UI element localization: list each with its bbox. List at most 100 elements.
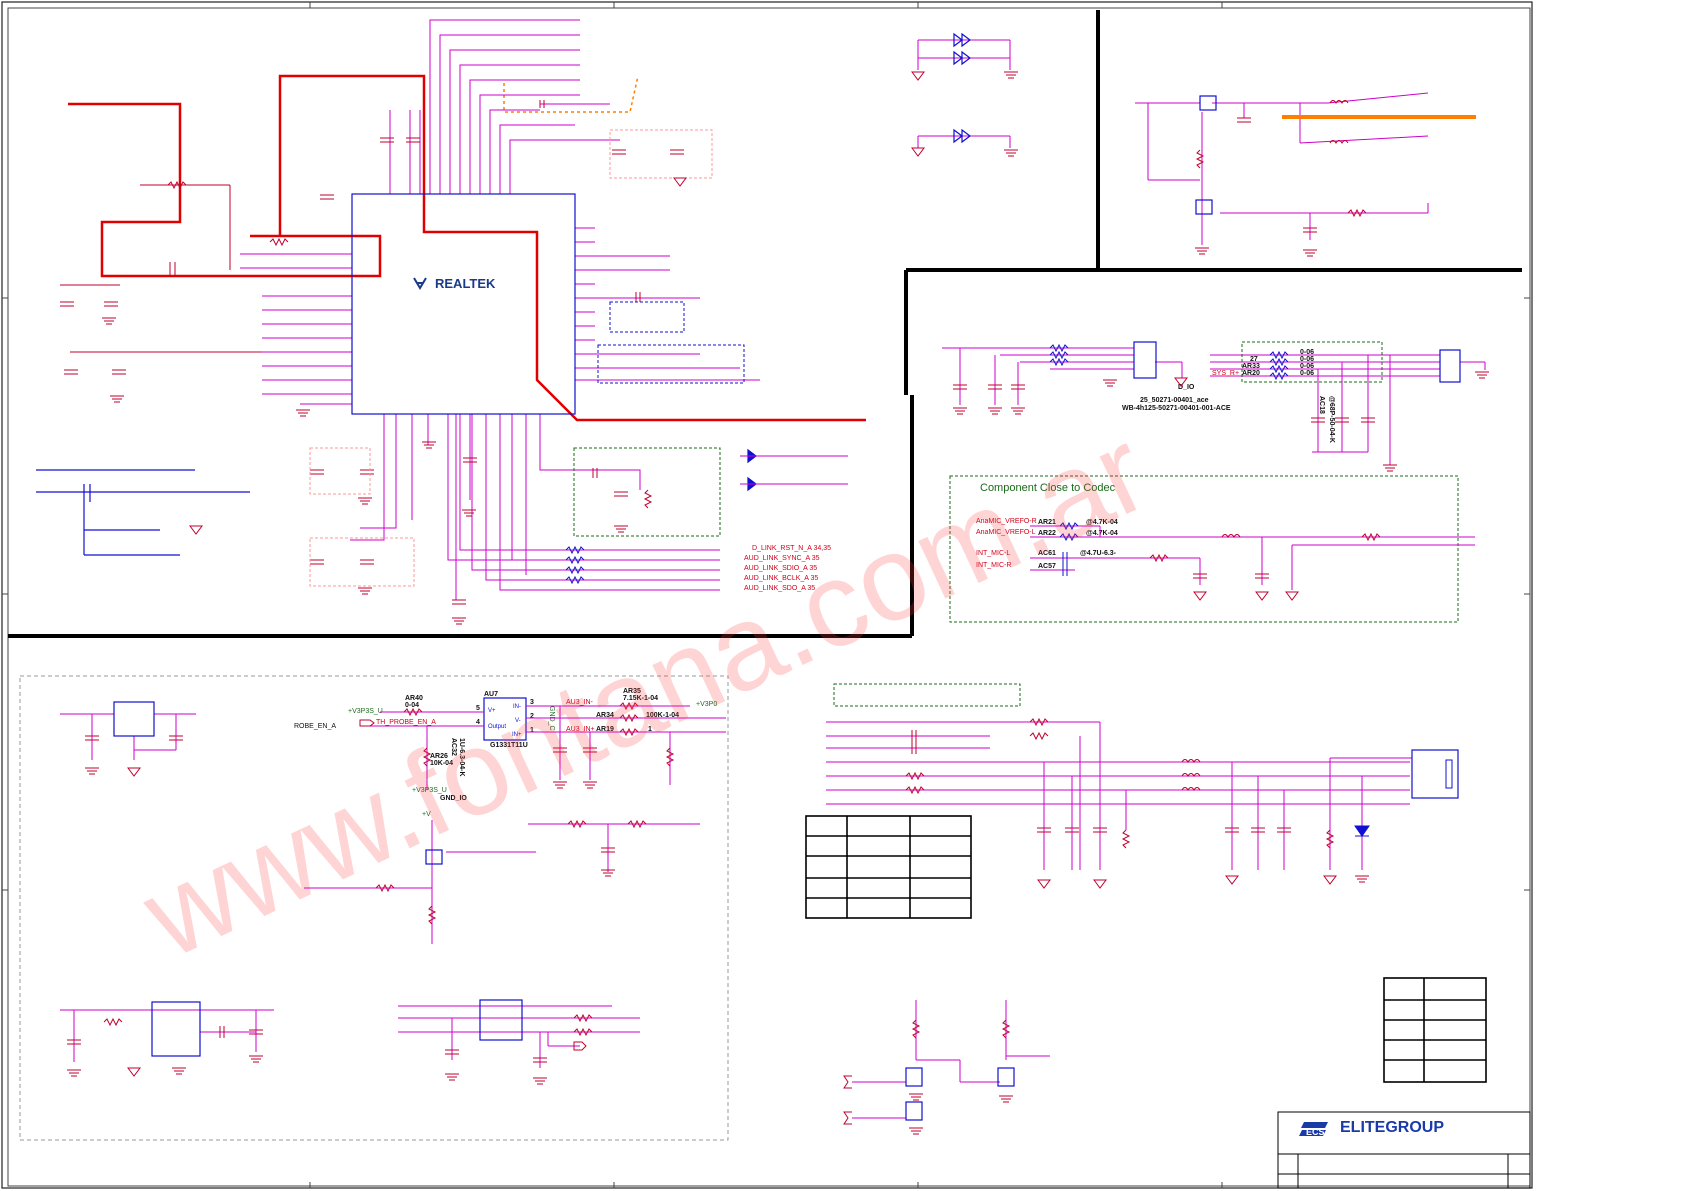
conn-ac-label: AC18: [1318, 396, 1325, 414]
gnd-io-label: GND_IO: [440, 795, 467, 802]
tvs-diode-icon: [953, 32, 971, 144]
mic-dashed-box: [949, 475, 1459, 623]
top-middle-diodes: [911, 32, 1018, 157]
mic-net-0: AnaMIC_VREFO-R: [976, 518, 1037, 525]
au7-ref: AU7: [484, 691, 498, 698]
mic-title: Component Close to Codec: [980, 482, 1116, 494]
ac-vert-ref: AC32: [450, 738, 457, 756]
au7-pin-4: 4: [476, 719, 480, 726]
codec-left-pins: [240, 253, 352, 405]
conn-res-0: 0-06: [1300, 349, 1314, 356]
ac-vert-val: 1U-6.3-04-K: [458, 738, 465, 777]
v3p0-label: +V3P0: [696, 701, 717, 708]
headphone-dashed-note: [833, 683, 1021, 707]
connector-dashed-box: [1241, 341, 1383, 383]
ar34-val: 100K-1-04: [646, 712, 679, 719]
ar35-ref: AR35: [623, 688, 641, 695]
revision-table: [1383, 977, 1487, 1083]
mosfet-icon: [905, 1067, 1015, 1121]
au7-pin-1: 1: [530, 727, 534, 734]
ar40-val: 0-04: [405, 702, 419, 709]
red-highlight-traces: [68, 74, 866, 422]
v3p3s-label-2: +V3P3S_U: [412, 787, 447, 794]
au7-pin-2: 2: [530, 713, 534, 720]
codec-bottom-pins: [350, 414, 720, 600]
ar19-ref: AR19: [596, 726, 614, 733]
conn-ref-2: AR20: [1242, 370, 1260, 377]
mic-ref-1: AR22: [1038, 530, 1056, 537]
mic-val-0: @4.7K-04: [1086, 519, 1118, 526]
hda-signal-2: AUD_LINK_SDIO_A 35: [744, 565, 817, 572]
conn-res-3: 0-06: [1300, 370, 1314, 377]
probe-en-label: TH_PROBE_EN_A: [376, 719, 436, 726]
headphone-table: [805, 815, 972, 919]
au7-ic-name: G1331T11U: [490, 742, 528, 749]
hda-signal-4: AUD_LINK_SDO_A 35: [744, 585, 815, 592]
regulator-ic: [113, 701, 155, 737]
mic-net-3: INT_MIC-R: [976, 562, 1011, 569]
headphone-tvs-icon: [1354, 825, 1370, 837]
bottom-mosfets: [843, 1000, 1050, 1135]
mic-net-2: INT_MIC-L: [976, 550, 1010, 557]
conn-ac-value: @68P-50-04-K: [1328, 396, 1335, 443]
au7-pin-vminus: V-: [515, 718, 521, 724]
realtek-logo-icon: [413, 277, 427, 290]
conn-ref-1: AR33: [1242, 363, 1260, 370]
sheet-border: [1, 1, 1533, 1189]
headphone-section: [805, 683, 1459, 919]
headphone-jack-inner: [1445, 759, 1453, 789]
codec-area: REALTEK D_LINK_RST_N_A 34,35 AUD_LINK_SY…: [36, 19, 866, 625]
ar34-ref: AR34: [596, 712, 614, 719]
thermal-mosfet-icon: [425, 849, 443, 865]
mic-val-2: @4.7U-6.3-: [1080, 550, 1117, 557]
v3p3s-label: +V3P3S_U: [348, 708, 383, 715]
opamp-au7: [483, 697, 527, 741]
codec-esd-diodes-icon: [740, 448, 848, 492]
title-block: ECS ELITEGROUP: [1277, 1111, 1531, 1189]
au7-pin-3: 3: [530, 699, 534, 706]
sheet-inner-border: [7, 7, 1531, 1187]
ecs-logo-text: ECS: [1306, 1127, 1325, 1137]
conn-part-line1: 25_50271-00401_ace: [1140, 397, 1209, 404]
ldo-ic-left: [151, 1001, 201, 1057]
codec-mosfet-icon: [36, 469, 250, 556]
probe-port: ROBE_EN_A: [294, 723, 336, 730]
thermal-section: AU7 V+ IN- V- Output IN+ 5 4 3 2 1 G1331…: [19, 675, 729, 1141]
au3-in-plus: AU3_IN+: [566, 726, 595, 733]
au7-pin-inminus: IN-: [513, 704, 521, 710]
codec-connector-right: [1439, 349, 1461, 383]
company-name: ELITEGROUP: [1340, 1119, 1444, 1136]
conn-res-1: 0-06: [1300, 356, 1314, 363]
codec-ground-symbols: [102, 177, 687, 625]
codec-right-pins: [575, 227, 760, 381]
thermal-dashed-frame: [19, 675, 729, 1141]
ldo-ic-right: [479, 999, 523, 1041]
headphone-jack: [1411, 749, 1459, 799]
codec-chip: [351, 193, 576, 415]
mic-val-1: @4.7K-04: [1086, 530, 1118, 537]
mic-net-1: AnaMIC_VREFO-L: [976, 529, 1036, 536]
codec-passives: [60, 100, 684, 605]
au3-in-minus: AU3_IN-: [566, 699, 594, 706]
au7-pin-output: Output: [488, 724, 506, 730]
codec-top-bus: [389, 19, 620, 194]
ar40-ref: AR40: [405, 695, 423, 702]
conn-res-2: 0-06: [1300, 363, 1314, 370]
frame-ticks: [2, 2, 1530, 1188]
hda-signal-1: AUD_LINK_SYNC_A 35: [744, 555, 820, 562]
ar26-ref: AR26: [430, 753, 448, 760]
hda-signal-0: D_LINK_RST_N_A 34,35: [752, 545, 831, 552]
mic-section: Component Close to Codec AnaMIC_VREFO-R …: [949, 475, 1475, 623]
conn-ref-0: 27: [1250, 356, 1258, 363]
power-mosfet-icon: [1195, 95, 1217, 215]
au7-pin-vplus: V+: [488, 708, 496, 714]
connector-section: 0-06 0-06 0-06 0-06 27 AR33 AR20 SYS_R+ …: [942, 341, 1489, 472]
conn-d-io: D_IO: [1178, 384, 1195, 391]
watermark: www.fontana.com.ar: [123, 403, 1166, 984]
mic-ref-2: AC61: [1038, 550, 1056, 557]
codec-dashed-regions: [309, 129, 745, 587]
hda-resistor-array-icon: [565, 545, 585, 585]
mic-ref-3: AC57: [1038, 563, 1056, 570]
top-right-power-switch: [1135, 92, 1476, 257]
